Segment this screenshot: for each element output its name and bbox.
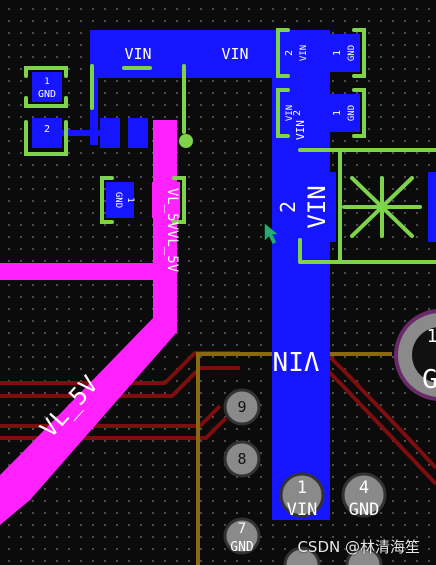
vl-horizontal-trace [0,263,165,280]
court-diode-box [298,148,436,264]
th-9-num: 9 [237,398,246,416]
th-2-partial [283,546,321,565]
court-left-2 [24,120,68,156]
big-circle-name: G [422,365,436,395]
courtyard [24,28,436,264]
pad-big-vin-num: 2 [276,201,300,213]
pad-tr1-vin [282,34,312,72]
pad-left-2-num: 2 [44,124,50,135]
pad-tr1-gnd [330,34,360,72]
court-tr1 [276,28,366,78]
pad-labels: 1 GND 2 1 GND 2 VIN 1 GND 2 VIN 1 GND 2 … [38,45,436,555]
inner-trace-6 [323,366,436,486]
pad-tr2-gnd-name: GND [347,105,357,121]
pad-tr1-vin-name: VIN [299,45,309,61]
outline-segment [196,352,275,565]
th-3-partial [345,546,383,565]
vin-label-top-left: VIN [124,45,151,63]
pad-left-gnd [32,72,62,102]
pad-big-vin-name: VIN [303,185,331,228]
th-8 [223,440,261,478]
th-9 [223,388,261,426]
pad-mid-gnd-num: 1 [125,197,135,202]
cursor-icon [264,223,278,245]
pad-tr2-vin [282,94,312,132]
vl-diagonal-trace [0,318,177,525]
inner-trace-3 [0,404,222,428]
th-4 [341,472,387,518]
big-circle-hole [412,327,436,383]
pad-left-trace [62,130,102,136]
big-circle-num: 1 [427,326,436,347]
board-outline [196,352,392,565]
smd-pads [32,34,436,242]
pad-tr1-gnd-num: 1 [332,50,343,56]
th-7 [223,517,261,555]
court-left-gnd [24,66,68,108]
pad-left-gnd-name: GND [38,89,56,100]
th-4-name: GND [349,500,380,520]
th-1 [279,472,325,518]
pad-tr2-gnd [330,94,360,132]
pad-mid-gnd [106,182,134,218]
pad-big-vin [274,172,336,242]
through-holes [223,309,436,565]
pad-left-2 [32,118,62,148]
pad-tr1-vin-num: 2 [284,50,295,56]
vl-5v-vertical-label: VL_5VVL_5V [164,188,180,273]
vin-label-top-right: VIN [221,45,248,63]
pad-mid-vl [152,182,180,218]
pin1-marker [179,134,193,148]
pad-mid-gnd-name: GND [113,192,123,208]
th-7-num: 7 [238,521,246,537]
court-diode-symbol [342,176,422,238]
th-7-name: GND [230,540,254,555]
pad-tr2-gnd-num: 1 [332,110,343,116]
vin-vertical-low-label: VIN [273,345,320,375]
court-mid-gnd [100,176,186,224]
watermark: CSDN @林清海笙 [297,538,420,556]
pad-tr1-gnd-name: GND [347,45,357,61]
th-1-num: 1 [297,478,307,498]
inner-trace-5 [323,350,436,470]
pad-tr2-vin-name: VIN [285,105,295,121]
vl-5v-net [0,120,177,525]
pad-resistor-b [128,118,148,148]
court-tr2 [276,88,366,138]
pad-resistor-a [100,118,120,148]
th-1-name: VIN [287,500,318,520]
pad-left-gnd-num: 1 [44,77,49,87]
pad-right-edge [428,172,436,242]
th-4-num: 4 [359,478,369,498]
th-8-num: 8 [237,450,246,468]
vin-vertical-mid-label: VIN [294,120,307,140]
pad-tr2-vin-num: 2 [292,110,303,116]
